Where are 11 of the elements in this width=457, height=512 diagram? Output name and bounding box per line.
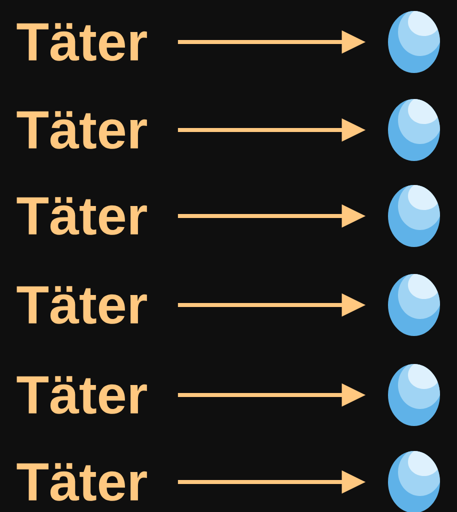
label-text: Täter bbox=[16, 286, 147, 324]
ellipse bbox=[388, 185, 440, 247]
label-text: Täter bbox=[16, 376, 147, 414]
ellipse bbox=[388, 99, 440, 161]
ellipse bbox=[388, 274, 440, 336]
label-text: Täter bbox=[16, 111, 147, 149]
ellipse bbox=[388, 364, 440, 426]
label-text: Täter bbox=[16, 463, 147, 501]
ellipse bbox=[388, 11, 440, 73]
label-text: Täter bbox=[16, 197, 147, 235]
label-text: Täter bbox=[16, 23, 147, 61]
